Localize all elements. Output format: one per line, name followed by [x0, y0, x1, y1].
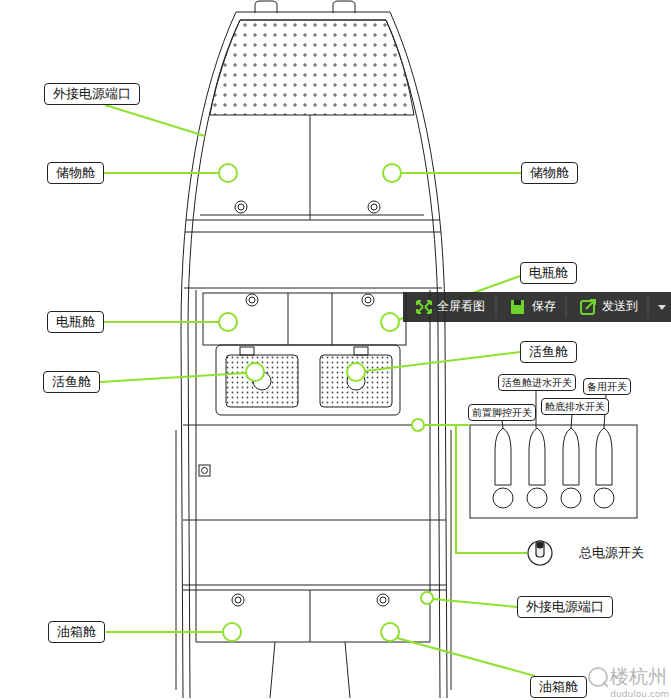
label-text: 油箱舱	[539, 679, 578, 695]
image-toolbar: 全屏看图 保存 发送到	[403, 292, 671, 322]
leader-lines	[100, 105, 535, 676]
watermark: 楼杭州	[610, 665, 667, 687]
part-label-box: 活鱼舱	[43, 371, 100, 393]
part-label-box: 油箱舱	[530, 676, 587, 698]
label-text: 舱底排水开关	[545, 400, 605, 413]
label-text: 活鱼舱	[52, 374, 91, 390]
label-text: 油箱舱	[57, 624, 96, 640]
part-label-box: 电瓶舱	[47, 311, 104, 333]
label-text: 电瓶舱	[529, 265, 568, 281]
label-text: 前置脚控开关	[472, 406, 532, 419]
part-label-box: 储物舱	[521, 162, 578, 184]
switch-name: 总电源开关	[579, 545, 644, 561]
label-text: 储物舱	[530, 165, 569, 181]
label-text: 储物舱	[56, 165, 95, 181]
part-label-box: 电瓶舱	[520, 262, 577, 284]
watermark: dudulou.com	[610, 688, 669, 700]
part-label-box: 储物舱	[47, 162, 104, 184]
part-label-box: 油箱舱	[48, 621, 105, 643]
part-label-box: 活鱼舱	[520, 341, 577, 363]
switch-panel	[470, 391, 637, 518]
label-text: 备用开关	[587, 380, 627, 393]
main-switch-symbol	[528, 541, 552, 565]
watermark-logo	[589, 668, 608, 687]
label-text: 活鱼舱进水开关	[502, 376, 572, 389]
toolbar-button-text: 全屏看图	[437, 299, 485, 314]
toolbar-button-text: 发送到	[602, 299, 638, 314]
hull	[176, 1, 451, 698]
switch-label-box: 活鱼舱进水开关	[498, 374, 576, 391]
label-text: 活鱼舱	[529, 344, 568, 360]
label-text: 外接电源端口	[526, 599, 604, 615]
switch-label-box: 舱底排水开关	[541, 398, 609, 415]
switch-label-box: 前置脚控开关	[468, 404, 536, 421]
label-text: 电瓶舱	[56, 314, 95, 330]
toolbar-button-text: 保存	[532, 299, 556, 314]
switch-label-box: 备用开关	[583, 378, 631, 395]
label-text: 外接电源端口	[53, 86, 131, 102]
part-label-box: 外接电源端口	[44, 83, 140, 105]
part-label-box: 外接电源端口	[517, 596, 613, 618]
